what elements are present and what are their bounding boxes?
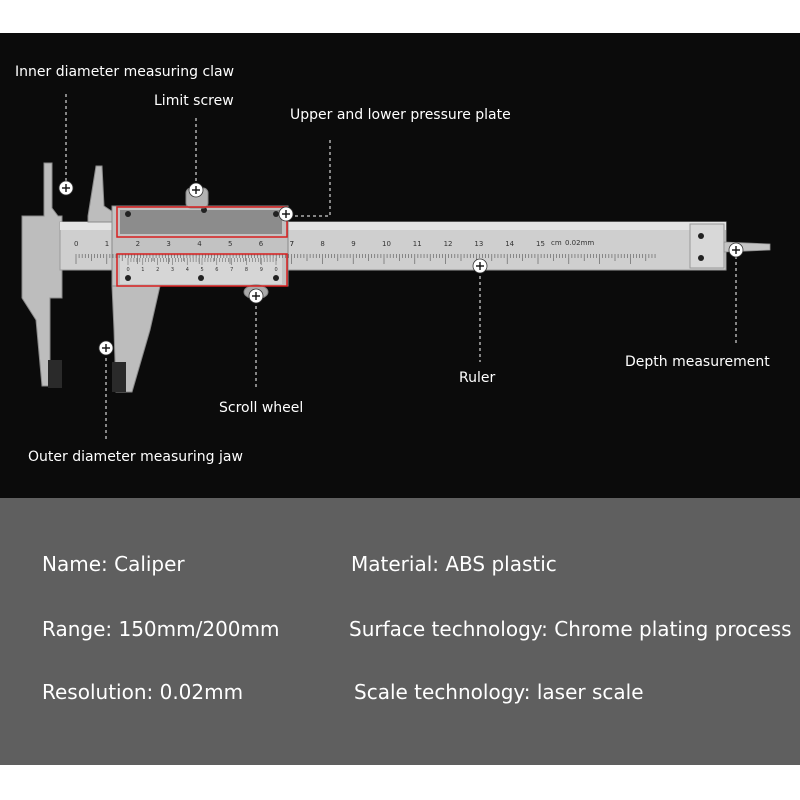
end-cap-screw <box>698 255 704 261</box>
vernier-scale-number: 4 <box>186 267 189 273</box>
main-scale-number: 10 <box>382 240 391 248</box>
main-scale-number: 11 <box>413 240 422 248</box>
main-scale-number: 15 <box>536 240 545 248</box>
upper-pressure-plate <box>120 210 282 234</box>
plate-screw <box>125 211 131 217</box>
plate-screw <box>198 275 204 281</box>
main-scale-number: 9 <box>351 240 355 248</box>
vernier-scale-number: 5 <box>201 267 204 273</box>
markers <box>58 180 744 356</box>
end-cap-screw <box>698 233 704 239</box>
main-scale-number: 1 <box>105 240 109 248</box>
vernier-scale-number: 0 <box>127 267 130 273</box>
main-scale-number: 5 <box>228 240 232 248</box>
lower-plate-highlight-box <box>116 253 288 287</box>
spec-resolution: Resolution: 0.02mm <box>42 680 244 704</box>
plate-screw <box>273 275 279 281</box>
main-scale-number: 4 <box>197 240 202 248</box>
callout-ruler: Ruler <box>459 370 495 386</box>
crosshair-marker-icon <box>278 206 294 222</box>
crosshair-marker-icon <box>248 288 264 304</box>
main-scale-number: 7 <box>290 240 294 248</box>
crosshair-marker-icon <box>58 180 74 196</box>
main-scale-number: 3 <box>166 240 170 248</box>
upper-plate-highlight-box <box>116 206 288 238</box>
main-scale-number: 2 <box>136 240 140 248</box>
moving-claw <box>87 165 117 223</box>
vernier-scale-number: 0 <box>275 267 278 273</box>
vernier-scale-number: 9 <box>260 267 263 273</box>
callout-outer-jaw: Outer diameter measuring jaw <box>28 449 243 465</box>
main-scale-number: 12 <box>444 240 453 248</box>
vernier-scale-number: 6 <box>215 267 218 273</box>
spec-name: Name: Caliper <box>42 552 185 576</box>
vernier-scale-number: 7 <box>230 267 233 273</box>
plate-screw <box>125 275 131 281</box>
leader-lines <box>65 94 737 440</box>
callout-scroll-wheel: Scroll wheel <box>219 400 303 416</box>
main-scale-number: 14 <box>505 240 514 248</box>
crosshair-marker-icon <box>98 340 114 356</box>
vernier-scale-number: 8 <box>245 267 248 273</box>
spec-surface: Surface technology: Chrome plating proce… <box>349 617 792 641</box>
main-scale-number: 8 <box>320 240 324 248</box>
spec-scale-tech: Scale technology: laser scale <box>354 680 644 704</box>
vernier-scale-numbers: 0 1 2 3 4 5 6 7 8 9 0 <box>127 267 278 273</box>
bottom-panel-background <box>0 498 800 765</box>
scale-resolution-label: 0.02mm <box>565 239 594 247</box>
main-scale-number: 7 <box>290 240 294 248</box>
plate-screw <box>273 211 279 217</box>
beam-highlight <box>60 222 726 230</box>
spec-range: Range: 150mm/200mm <box>42 617 280 641</box>
spec-material: Material: ABS plastic <box>351 552 557 576</box>
crosshair-marker-icon <box>728 242 744 258</box>
crosshair-marker-icon <box>188 182 204 198</box>
main-scale-number: 0 <box>74 240 78 248</box>
vernier-scale-number: 3 <box>171 267 174 273</box>
main-scale-number: 13 <box>474 240 483 248</box>
vernier-scale-number: 2 <box>156 267 159 273</box>
fixed-jaw-inset <box>48 360 62 388</box>
vernier-scale-number: 1 <box>141 267 144 273</box>
callout-inner-claw: Inner diameter measuring claw <box>15 64 234 80</box>
moving-jaw-inset <box>112 362 126 392</box>
leader-pressure-plate <box>292 140 331 217</box>
main-scale-number: 6 <box>259 240 264 248</box>
scale-unit-label: cm <box>551 239 562 247</box>
callout-pressure-plate: Upper and lower pressure plate <box>290 107 511 123</box>
vernier-scale-ticks <box>127 258 277 265</box>
beam-end-cap <box>689 223 725 269</box>
crosshair-marker-icon <box>472 258 488 274</box>
callout-limit-screw: Limit screw <box>154 93 234 109</box>
callout-depth: Depth measurement <box>625 354 770 370</box>
